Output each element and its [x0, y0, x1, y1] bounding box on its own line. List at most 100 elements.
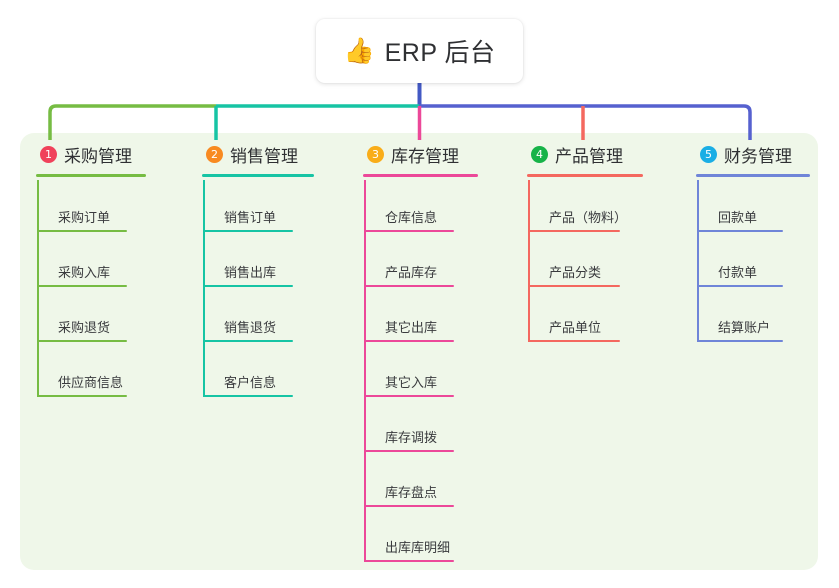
list-item[interactable]: 销售退货 [202, 290, 298, 345]
list-item-rule [37, 285, 127, 287]
list-item-label: 采购订单 [58, 210, 111, 225]
column-header-2[interactable]: 2 销售管理 [202, 141, 314, 177]
list-item[interactable]: 付款单 [696, 235, 792, 290]
list-item-label: 结算账户 [718, 320, 771, 335]
list-item-label: 库存调拨 [385, 430, 438, 445]
list-item-label: 其它入库 [385, 375, 438, 390]
list-item-label: 回款单 [718, 210, 758, 225]
list-item[interactable]: 仓库信息 [363, 180, 459, 235]
list-item-rule [528, 230, 620, 232]
list-item-label: 产品单位 [549, 320, 602, 335]
list-item[interactable]: 销售订单 [202, 180, 298, 235]
column-title-3: 库存管理 [391, 147, 459, 166]
column-5: 5 财务管理回款单付款单结算账户 [696, 141, 810, 345]
list-item[interactable]: 销售出库 [202, 235, 298, 290]
list-item-rule [697, 230, 783, 232]
column-2: 2 销售管理销售订单销售出库销售退货客户信息 [202, 141, 314, 400]
list-item[interactable]: 出库库明细 [363, 510, 459, 565]
list-item[interactable]: 采购退货 [36, 290, 132, 345]
list-item[interactable]: 采购订单 [36, 180, 132, 235]
list-item[interactable]: 产品分类 [527, 235, 623, 290]
list-item-rule [364, 450, 454, 452]
list-item-label: 客户信息 [224, 375, 277, 390]
list-item-label: 仓库信息 [385, 210, 438, 225]
list-item-rule [203, 230, 293, 232]
list-item[interactable]: 产品库存 [363, 235, 459, 290]
column-spine-5 [697, 180, 699, 342]
list-item[interactable]: 结算账户 [696, 290, 792, 345]
list-item-rule [37, 395, 127, 397]
column-header-rule-2 [202, 174, 314, 177]
bus-segment-blue [419, 104, 752, 140]
column-1: 1 采购管理采购订单采购入库采购退货供应商信息 [36, 141, 146, 400]
list-item-rule [37, 340, 127, 342]
column-header-rule-4 [527, 174, 643, 177]
column-spine-2 [203, 180, 205, 397]
list-item-label: 产品库存 [385, 265, 438, 280]
list-item-label: 销售退货 [224, 320, 277, 335]
column-spine-3 [364, 180, 366, 562]
list-item-rule [528, 340, 620, 342]
column-badge-4: 4 [531, 146, 548, 163]
column-title-2: 销售管理 [230, 147, 298, 166]
list-item-label: 出库库明细 [385, 540, 451, 555]
root-title: ERP 后台 [384, 39, 496, 67]
list-item-rule [203, 285, 293, 287]
column-title-5: 财务管理 [724, 147, 792, 166]
list-item[interactable]: 库存调拨 [363, 400, 459, 455]
column-header-rule-3 [363, 174, 478, 177]
column-items-2: 销售订单销售出库销售退货客户信息 [202, 180, 298, 400]
column-badge-1: 1 [40, 146, 57, 163]
bus-segment-green [48, 104, 216, 140]
list-item-rule [364, 230, 454, 232]
column-header-rule-5 [696, 174, 810, 177]
column-4: 4 产品管理产品（物料） 产品分类产品单位 [527, 141, 643, 345]
list-item[interactable]: 供应商信息 [36, 345, 132, 400]
column-items-5: 回款单付款单结算账户 [696, 180, 792, 345]
column-title-4: 产品管理 [555, 147, 623, 166]
column-badge-5: 5 [700, 146, 717, 163]
list-item-rule [203, 395, 293, 397]
column-header-4[interactable]: 4 产品管理 [527, 141, 643, 177]
list-item-rule [364, 395, 454, 397]
list-item-label: 其它出库 [385, 320, 438, 335]
list-item-label: 库存盘点 [385, 485, 438, 500]
list-item[interactable]: 客户信息 [202, 345, 298, 400]
thumbs-up-emoji: 👍 [343, 36, 375, 65]
column-header-5[interactable]: 5 财务管理 [696, 141, 810, 177]
column-header-3[interactable]: 3 库存管理 [363, 141, 478, 177]
list-item[interactable]: 采购入库 [36, 235, 132, 290]
list-item-label: 销售出库 [224, 265, 277, 280]
list-item-label: 付款单 [718, 265, 758, 280]
list-item-label: 采购退货 [58, 320, 111, 335]
list-item-label: 产品分类 [549, 265, 602, 280]
list-item[interactable]: 其它出库 [363, 290, 459, 345]
list-item-rule [697, 285, 783, 287]
list-item-rule [697, 340, 783, 342]
list-item[interactable]: 产品（物料） [527, 180, 627, 235]
list-item-rule [37, 230, 127, 232]
list-item-label: 供应商信息 [58, 375, 124, 390]
column-badge-3: 3 [367, 146, 384, 163]
list-item-rule [528, 285, 620, 287]
list-item[interactable]: 回款单 [696, 180, 792, 235]
list-item-rule [203, 340, 293, 342]
root-node[interactable]: 👍 ERP 后台 [316, 19, 523, 83]
list-item[interactable]: 其它入库 [363, 345, 459, 400]
column-title-1: 采购管理 [64, 147, 132, 166]
column-header-1[interactable]: 1 采购管理 [36, 141, 146, 177]
list-item-label: 产品（物料） [549, 210, 628, 225]
column-items-1: 采购订单采购入库采购退货供应商信息 [36, 180, 132, 400]
list-item-rule [364, 340, 454, 342]
column-badge-2: 2 [206, 146, 223, 163]
list-item[interactable]: 产品单位 [527, 290, 623, 345]
list-item-label: 销售订单 [224, 210, 277, 225]
list-item-rule [364, 560, 454, 562]
column-items-3: 仓库信息产品库存其它出库其它入库库存调拨库存盘点出库库明细 [363, 180, 459, 565]
column-3: 3 库存管理仓库信息产品库存其它出库其它入库库存调拨库存盘点出库库明细 [363, 141, 478, 565]
list-item[interactable]: 库存盘点 [363, 455, 459, 510]
column-items-4: 产品（物料） 产品分类产品单位 [527, 180, 627, 345]
column-header-rule-1 [36, 174, 146, 177]
column-spine-4 [528, 180, 530, 342]
